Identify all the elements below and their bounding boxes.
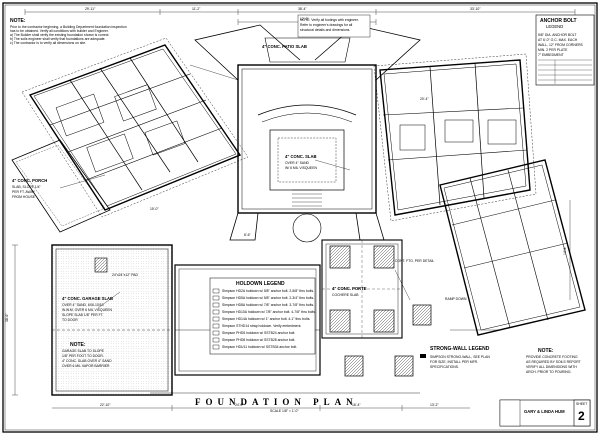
- garage-slab-note: TO DOOR: [62, 318, 78, 322]
- dim-text: 38'-6": [5, 313, 9, 322]
- dim-text: 15'-0": [150, 207, 159, 211]
- dim-text: 14'-8": [563, 246, 567, 255]
- left-wing: [21, 37, 249, 218]
- garage: [51, 244, 173, 396]
- holdown-legend: HOLDOWN LEGEND Simpson HD2A holdown w/ 5…: [209, 277, 316, 355]
- anchor-bolt-line: WALL, 12" FROM CORNERS: [538, 43, 584, 47]
- anchor-bolt-line: MIN. 2 PER PLATE: [538, 48, 568, 52]
- right-note-line: PROVIDE CONCRETE FOOTING: [526, 355, 578, 359]
- holdown-item: Simpson HD8A holdown w/ 7/8" anchor bolt…: [222, 303, 314, 307]
- anchor-bolt-line: AT 6'-0" O.C. MAX. EACH: [538, 38, 578, 42]
- center-core: [194, 24, 421, 243]
- anchor-bolt-line: 5/8" DIA. ANCHOR BOLT: [538, 33, 576, 37]
- strong-wall-legend: STRONG-WALL LEGEND SIMPSON STRONG-WALL, …: [420, 346, 490, 369]
- dim-text: 8'-6": [244, 233, 252, 237]
- holdown-item: Simpson PHD8 holdown w/ SSTB28 anchor bo…: [222, 338, 295, 342]
- ramp-callout: RAMP DOWN: [445, 297, 467, 301]
- general-note-line: has to be obtained. Verify all condition…: [10, 29, 109, 33]
- right-note: NOTE: PROVIDE CONCRETE FOOTING AS REQUIR…: [526, 348, 581, 374]
- holdown-heading: HOLDOWN LEGEND: [236, 281, 285, 287]
- dimension-text: 29'-11" 11'-2" 38'-4" 33'-10" 38'-6" 22'…: [5, 7, 567, 407]
- general-note-line: a) The Builder shall verify the existing…: [10, 33, 110, 37]
- left-note-line: 4" CONC. SLAB OVER 4" SAND: [62, 359, 112, 363]
- right-wing: [373, 53, 537, 222]
- dim-text: 38'-4": [298, 7, 307, 11]
- strong-wall-line: SPECIFICATIONS.: [430, 365, 459, 369]
- top-note-line: structural details and dimensions.: [300, 28, 350, 32]
- holdown-item: Simpson HD10A holdown w/ 7/8" anchor bol…: [222, 310, 316, 314]
- anchor-bolt-legend: ANCHOR BOLT LEGEND 5/8" DIA. ANCHOR BOLT…: [535, 14, 595, 86]
- right-note-heading: NOTE:: [538, 348, 554, 354]
- client-name: GARY & LINDA HUM: [524, 409, 565, 414]
- strong-wall-line: FOR SIZE, INSTALL PER MFR.: [430, 360, 478, 364]
- anchor-bolt-subheading: LEGEND: [546, 24, 563, 29]
- right-note-line: AS REQUIRED BY SOILS REPORT: [526, 360, 581, 364]
- holdown-item: Simpson HD2A holdown w/ 5/8" anchor bolt…: [222, 289, 314, 293]
- holdown-item: Simpson PHD5 holdown w/ SSTB24 anchor bo…: [222, 331, 295, 335]
- dim-text: 12'-0": [300, 17, 309, 21]
- garage-slab-label: 4" CONC. GARAGE SLAB: [62, 296, 113, 301]
- dim-text: 11'-2": [192, 7, 201, 11]
- sheet-scale: SCALE 1/8" = 1'-0": [270, 409, 299, 413]
- pad-callout: 24"x24"x12" PAD: [112, 273, 139, 277]
- top-note-line: Refer to engineer's drawings for all: [300, 23, 353, 27]
- patio-slab-label: 4" CONC. PATIO SLAB: [262, 44, 307, 49]
- garage-slab-note: SLOPE SLAB 1/8" PER FT.: [62, 313, 103, 317]
- title-block: FOUNDATION PLAN SCALE 1/8" = 1'-0": [150, 392, 420, 413]
- dim-text: 22'-10": [100, 403, 111, 407]
- right-note-line: ARCH. PRIOR TO POURING.: [526, 370, 572, 374]
- plan-callouts: 4" CONC. GARAGE SLAB OVER 4" SAND, 6X6-1…: [12, 44, 467, 322]
- conc-slab-label: 4" CONC. SLAB: [285, 154, 317, 159]
- holdown-item: Simpson STHD14 strap holdown. Verify emb…: [222, 324, 301, 328]
- dim-text: 13'-2": [430, 403, 439, 407]
- strong-wall-heading: STRONG-WALL LEGEND: [430, 346, 490, 352]
- dim-text: 16'-4": [352, 403, 361, 407]
- left-note: NOTE: GARAGE SLAB TO SLOPE 1/8" PER FOOT…: [62, 342, 112, 368]
- sheet-inner-border: [4, 4, 596, 431]
- left-note-line: OVER 6 MIL VAPOR BARRIER: [62, 364, 110, 368]
- left-note-heading: NOTE:: [70, 342, 86, 348]
- general-notes-heading: NOTE:: [10, 18, 26, 24]
- dim-text: 33'-10": [470, 7, 481, 11]
- strong-wall-line: SIMPSON STRONG-WALL, SEE PLAN: [430, 355, 490, 359]
- top-note-line: NOTE: Verify all footings with engineer.: [300, 18, 359, 22]
- left-porch-label: 4" CONC. PORCH: [12, 178, 47, 183]
- left-porch-note: SLAB, SLOPE 1/4": [12, 185, 42, 189]
- porch-slab-label: 4" CONC. PORTE: [332, 286, 367, 291]
- dim-text: 24'-0": [235, 403, 244, 407]
- top-note: NOTE: Verify all footings with engineer.…: [297, 14, 371, 38]
- left-porch-note: PER FT. AWAY: [12, 190, 36, 194]
- holdown-item: Simpson HDU11 holdown w/ SSTB34 anchor b…: [222, 345, 297, 349]
- porch-slab-note: COCHERE SLAB: [332, 293, 359, 297]
- left-patio: [11, 139, 111, 233]
- right-lower-wing: [439, 159, 586, 336]
- general-note-line: c) The contractor is to verify all dimen…: [10, 41, 86, 45]
- left-porch-note: FROM HOUSE: [12, 195, 36, 199]
- holdown-item: Simpson HD5A holdown w/ 5/8" anchor bolt…: [222, 296, 314, 300]
- holdown-item: Simpson HD14A holdown w/ 1" anchor bolt.…: [222, 317, 310, 321]
- sheet-label: SHEET: [576, 402, 587, 406]
- general-note-line: Prior to the contractor beginning, a Bui…: [10, 25, 127, 29]
- garage-slab-note: OVER 4" SAND, 6X6-10/10: [62, 303, 104, 307]
- anchor-bolt-heading: ANCHOR BOLT: [540, 18, 577, 24]
- general-notes: NOTE: Prior to the contractor beginning,…: [10, 18, 127, 45]
- garage-slab-note: W.W.M. OVER 6 MIL VISQUEEN: [62, 308, 113, 312]
- porte-cochere: [321, 239, 432, 377]
- dim-text: 29'-11": [85, 7, 96, 11]
- left-note-line: 1/8" PER FOOT TO DOOR.: [62, 354, 104, 358]
- client-block: GARY & LINDA HUM SHEET 2: [499, 399, 591, 427]
- dim-text: 20'-4": [420, 97, 429, 101]
- sheet-title: FOUNDATION PLAN: [195, 397, 358, 407]
- left-note-line: GARAGE SLAB TO SLOPE: [62, 349, 105, 353]
- conc-slab-note: W/ 6 MIL VISQUEEN: [285, 166, 317, 170]
- right-note-line: VERIFY ALL DIMENSIONS WITH: [526, 365, 577, 369]
- footing-callout: CONT. FTG. PER DETAIL: [395, 259, 434, 263]
- sheet-number: 2: [578, 409, 585, 423]
- anchor-bolt-line: 7" EMBEDMENT: [538, 53, 564, 57]
- conc-slab-note: OVER 4" SAND: [285, 161, 310, 165]
- general-note-line: b) The soils engineer shall verify that …: [10, 37, 106, 41]
